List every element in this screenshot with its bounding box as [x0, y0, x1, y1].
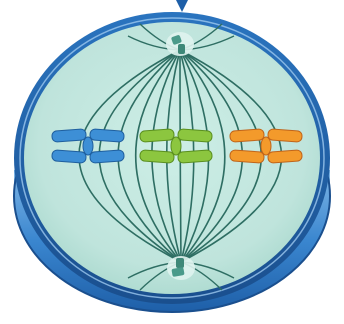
centrosome-bottom: [167, 256, 195, 280]
chromatid-arm: [52, 150, 87, 163]
centriole-top-b: [178, 44, 185, 54]
chromatid-arm: [230, 150, 265, 163]
centrosome-top: [166, 32, 194, 56]
chromatid-arm: [140, 150, 175, 163]
chromatid-arm: [268, 150, 303, 163]
chromatid-arm: [52, 129, 87, 142]
centromere: [83, 137, 93, 155]
chromatid-arm: [178, 150, 213, 163]
chromatid-arm: [140, 129, 175, 142]
centromere: [171, 137, 181, 155]
top-marker-icon: [176, 0, 188, 12]
chromatid-arm: [90, 129, 125, 142]
chromatid-arm: [178, 129, 213, 142]
centromere: [261, 137, 271, 155]
chromatid-arm: [90, 150, 125, 163]
chromatid-arm: [230, 129, 265, 142]
centriole-bottom-a: [176, 258, 184, 268]
chromatid-arm: [268, 129, 303, 142]
